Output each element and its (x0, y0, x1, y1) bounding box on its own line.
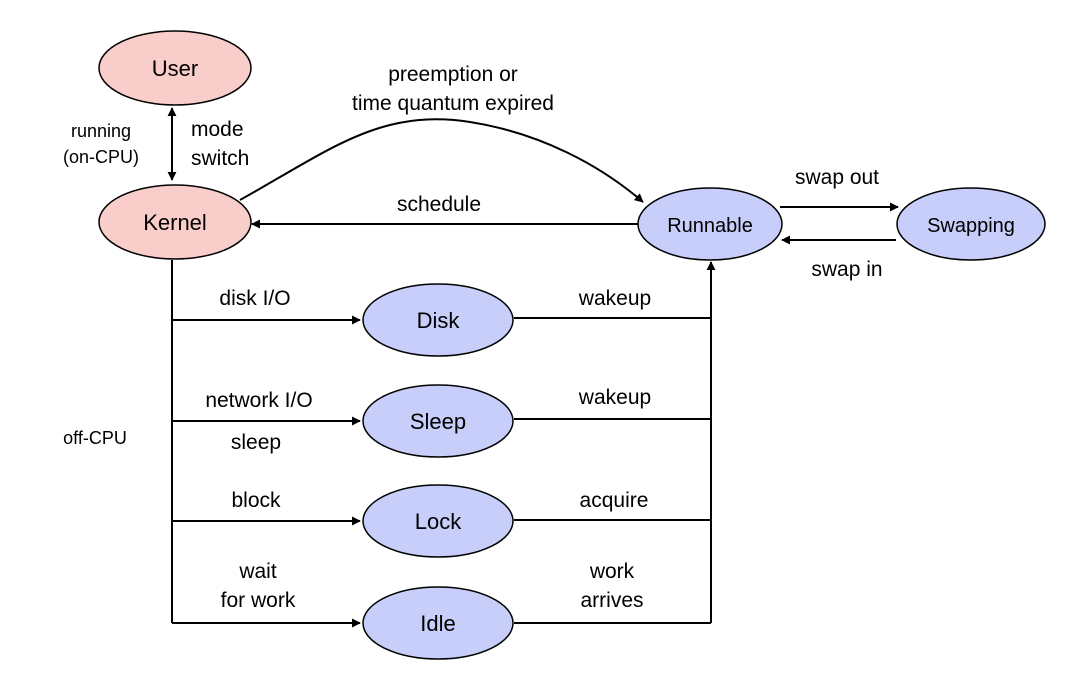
acquire-label: acquire (580, 489, 649, 512)
swap-in-label: swap in (811, 258, 882, 281)
sleep-label: Sleep (410, 409, 466, 434)
preemption-arrow (239, 118, 644, 203)
disk-node: Disk (362, 283, 514, 357)
annotations: running (on-CPU) off-CPU (63, 121, 139, 448)
user-node: User (98, 30, 252, 106)
kernel-node: Kernel (98, 184, 252, 260)
swapping-label: Swapping (927, 215, 1015, 237)
disk-label: Disk (417, 308, 461, 333)
swapping-node: Swapping (896, 187, 1046, 261)
lock-node: Lock (362, 484, 514, 558)
off-cpu-label: off-CPU (63, 428, 127, 448)
mode-switch-label-1: mode (191, 118, 244, 141)
runnable-label: Runnable (667, 215, 753, 237)
sleep-edge-label: sleep (231, 431, 281, 454)
idle-label: Idle (420, 611, 455, 636)
edge-labels: mode switch preemption or time quantum e… (191, 63, 883, 612)
wait-for-work-label-2: for work (221, 589, 296, 612)
edges (167, 107, 899, 628)
kernel-label: Kernel (143, 210, 207, 235)
user-label: User (152, 56, 198, 81)
swap-out-label: swap out (795, 166, 879, 189)
schedule-label: schedule (397, 193, 481, 216)
work-arrives-label-2: arrives (580, 589, 643, 612)
work-arrives-label-1: work (589, 560, 635, 583)
sleep-node: Sleep (362, 384, 514, 458)
preemption-label-1: preemption or (388, 63, 518, 86)
mode-switch-label-2: switch (191, 147, 249, 170)
block-label: block (231, 489, 281, 512)
idle-node: Idle (362, 586, 514, 660)
wakeup-disk-label: wakeup (578, 287, 651, 310)
network-io-label: network I/O (205, 389, 312, 412)
running-label-1: running (71, 121, 131, 141)
runnable-node: Runnable (637, 187, 783, 261)
wakeup-sleep-label: wakeup (578, 386, 651, 409)
nodes: User Kernel Runnable Swapping Disk Sleep… (98, 30, 1046, 660)
disk-io-label: disk I/O (219, 287, 290, 310)
wait-for-work-label-1: wait (238, 560, 277, 583)
running-label-2: (on-CPU) (63, 147, 139, 167)
lock-label: Lock (415, 509, 462, 534)
preemption-label-2: time quantum expired (352, 92, 554, 115)
